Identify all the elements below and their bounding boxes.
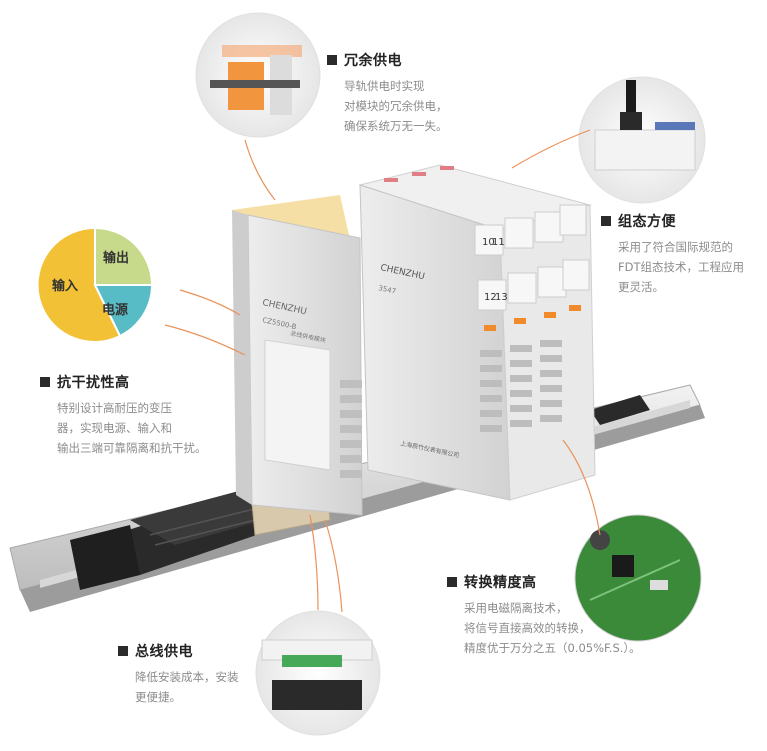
- detail-circle-config: [578, 76, 706, 204]
- arrow-anti-1: [179, 289, 241, 316]
- bullet-square-icon: [327, 55, 337, 65]
- bullet-square-icon: [40, 377, 50, 387]
- pie-label-input: 输入: [52, 278, 78, 294]
- pie-slice-input: [36, 226, 122, 343]
- isolation-pie: 输出 输入 电源: [36, 226, 154, 343]
- feature-desc-line: 导轨供电时实现: [344, 79, 425, 93]
- feature-desc-line: 降低安装成本，安装: [135, 670, 239, 684]
- bus-power-module: CHENZHU CZ5500-B 总线供电模块: [232, 195, 363, 516]
- feature-high-precision: 转换精度高 采用电磁隔离技术， 将信号直接高效的转换， 精度优于万分之五（0.0…: [447, 572, 641, 658]
- feature-title: 冗余供电: [344, 53, 402, 69]
- terminal-number-top-a: 10: [482, 237, 495, 248]
- terminal-number-top-b: 11: [492, 237, 505, 248]
- arrow-bus-1: [309, 514, 319, 611]
- feature-redundant-power: 冗余供电 导轨供电时实现 对模块的冗余供电， 确保系统万无一失。: [327, 50, 448, 136]
- pie-slice-power: [93, 284, 154, 338]
- feature-desc-line: 更灵活。: [618, 280, 664, 294]
- bullet-square-icon: [118, 646, 128, 656]
- feature-desc-line: 输出三端可靠隔离和抗干扰。: [57, 441, 207, 455]
- feature-desc-line: 器，实现电源、输入和: [57, 421, 172, 435]
- feature-desc-line: FDT组态技术，工程应用: [618, 260, 744, 274]
- feature-desc-line: 采用了符合国际规范的: [618, 240, 733, 254]
- arrow-precision: [562, 439, 601, 536]
- feature-title: 组态方便: [618, 214, 676, 230]
- detail-circle-bus: [255, 610, 381, 736]
- isolator-module-stack: 10 11 12 13 CHENZHU 3547 上海辰竹仪表有限公司: [358, 164, 596, 501]
- pie-label-output: 输出: [103, 250, 129, 266]
- feature-title: 总线供电: [135, 644, 193, 660]
- feature-title: 抗干扰性高: [57, 375, 130, 391]
- terminal-number-bottom-b: 13: [495, 292, 508, 303]
- feature-title: 转换精度高: [464, 575, 537, 591]
- detail-circle-precision: [574, 514, 702, 642]
- terminal-number-bottom-a: 12: [484, 292, 497, 303]
- callout-arrows: [164, 129, 601, 613]
- bullet-square-icon: [601, 216, 611, 226]
- feature-anti-interference: 抗干扰性高 特别设计高耐压的变压 器，实现电源、输入和 输出三端可靠隔离和抗干扰…: [40, 372, 207, 458]
- pie-label-power: 电源: [102, 302, 128, 318]
- arrow-bus-2: [324, 519, 343, 613]
- feature-desc-line: 确保系统万无一失。: [344, 119, 448, 133]
- feature-bus-power: 总线供电 降低安装成本，安装 更便捷。: [118, 641, 239, 707]
- feature-desc-line: 将信号直接高效的转换，: [464, 621, 591, 635]
- feature-easy-configuration: 组态方便 采用了符合国际规范的 FDT组态技术，工程应用 更灵活。: [601, 211, 744, 297]
- detail-circle-redundant: [195, 12, 321, 138]
- feature-desc-line: 特别设计高耐压的变压: [57, 401, 172, 415]
- feature-desc-line: 更便捷。: [135, 690, 181, 704]
- arrow-redundant: [244, 139, 276, 201]
- feature-desc-line: 精度优于万分之五（0.05%F.S.）。: [464, 641, 641, 655]
- bullet-square-icon: [447, 577, 457, 587]
- arrow-config: [511, 129, 591, 169]
- module-model-right: 3547: [378, 284, 397, 296]
- arrow-anti-2: [164, 324, 246, 356]
- pie-slice-output: [94, 226, 154, 286]
- feature-desc-line: 采用电磁隔离技术，: [464, 601, 568, 615]
- feature-desc-line: 对模块的冗余供电，: [344, 99, 448, 113]
